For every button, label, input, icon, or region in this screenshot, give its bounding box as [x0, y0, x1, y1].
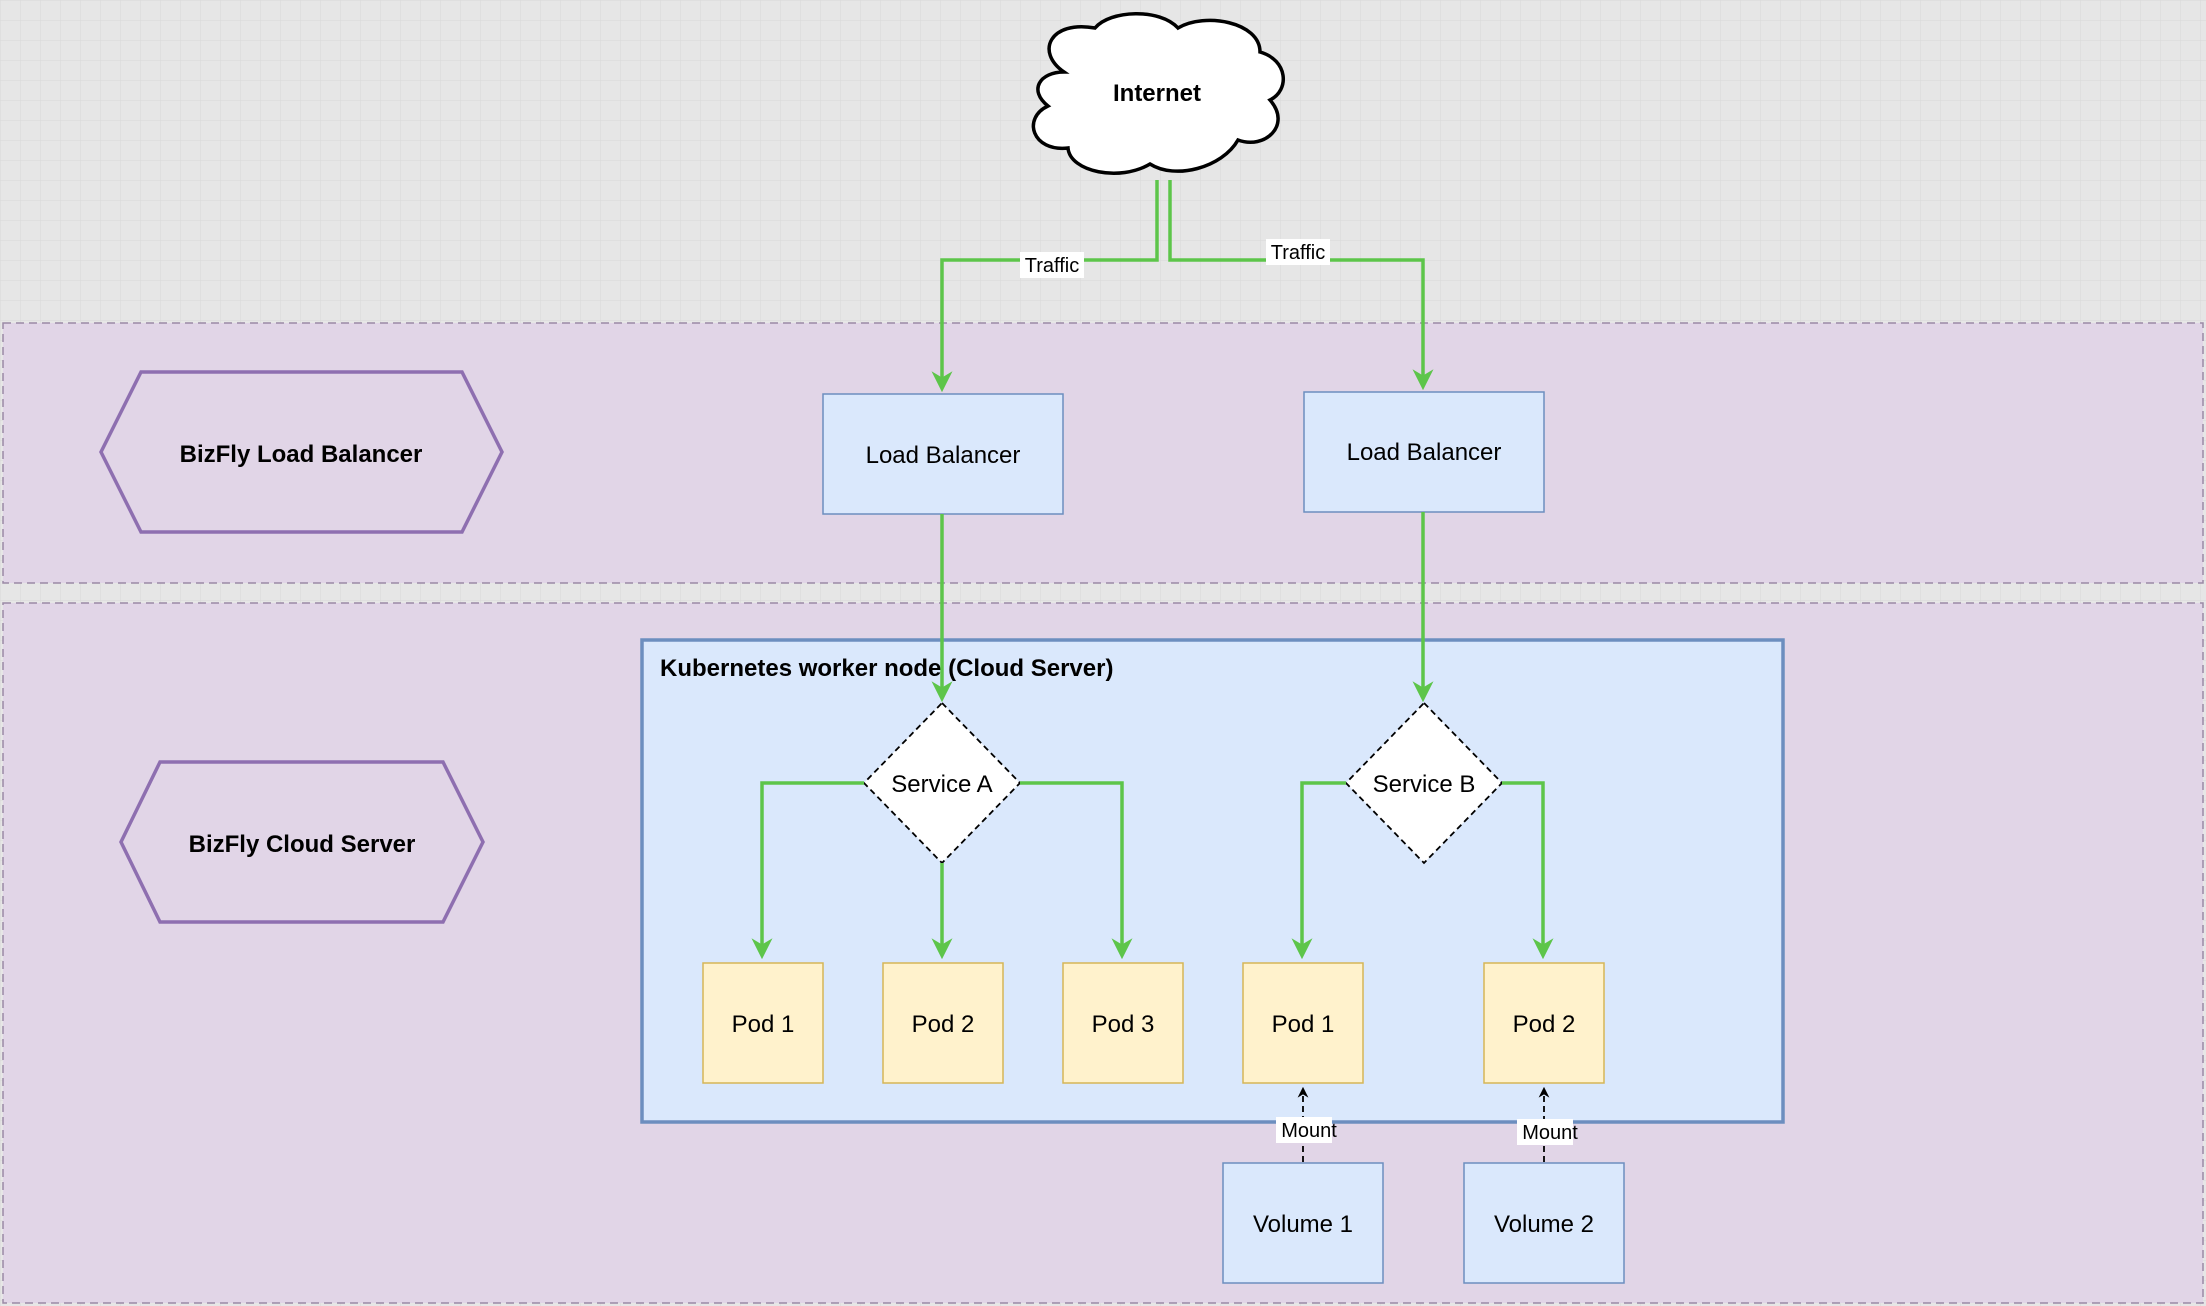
load-balancer-2-label: Load Balancer [1347, 439, 1502, 466]
volume-1-label: Volume 1 [1253, 1211, 1353, 1238]
pod-label: Pod 3 [1092, 1011, 1155, 1038]
bizfly-cloud-server-label: BizFly Cloud Server [189, 831, 416, 858]
traffic-label-left: Traffic [1025, 255, 1079, 277]
volume-2-label: Volume 2 [1494, 1211, 1594, 1238]
service-b-label: Service B [1373, 771, 1476, 798]
bizfly-load-balancer-label: BizFly Load Balancer [180, 441, 423, 468]
traffic-label-right: Traffic [1271, 242, 1325, 264]
internet-label: Internet [1113, 80, 1201, 107]
service-b: Service B [1344, 701, 1504, 865]
internet-cloud: Internet [1031, 12, 1285, 175]
volume-2: Volume 2 [1463, 1162, 1625, 1284]
service-a-pod-1: Pod 1 [702, 962, 824, 1084]
traffic-arrows: Traffic Traffic [931, 180, 1434, 393]
load-balancer-2: Load Balancer [1303, 391, 1545, 513]
worker-node-label: Kubernetes worker node (Cloud Server) [660, 655, 1113, 682]
mount-label-2: Mount [1522, 1122, 1578, 1144]
bizfly-load-balancer-hexagon: BizFly Load Balancer [99, 370, 504, 534]
load-balancer-1-label: Load Balancer [866, 442, 1021, 469]
service-a-pod-2: Pod 2 [882, 962, 1004, 1084]
pod-label: Pod 2 [1513, 1011, 1576, 1038]
service-b-pod-arrows [1291, 781, 1554, 960]
load-balancer-1: Load Balancer [822, 393, 1064, 515]
pod-label: Pod 2 [912, 1011, 975, 1038]
service-a-pod-arrows [751, 781, 1133, 960]
service-b-pod-1: Pod 1 [1242, 962, 1364, 1084]
mount-arrows: Mount Mount [1276, 1086, 1578, 1162]
service-a-label: Service A [891, 771, 992, 798]
service-b-pod-2: Pod 2 [1483, 962, 1605, 1084]
pod-label: Pod 1 [732, 1011, 795, 1038]
mount-label-1: Mount [1281, 1120, 1337, 1142]
volume-1: Volume 1 [1222, 1162, 1384, 1284]
pod-label: Pod 1 [1272, 1011, 1335, 1038]
service-a-pod-3: Pod 3 [1062, 962, 1184, 1084]
bizfly-cloud-server-hexagon: BizFly Cloud Server [119, 760, 485, 924]
service-a: Service A [862, 701, 1022, 865]
